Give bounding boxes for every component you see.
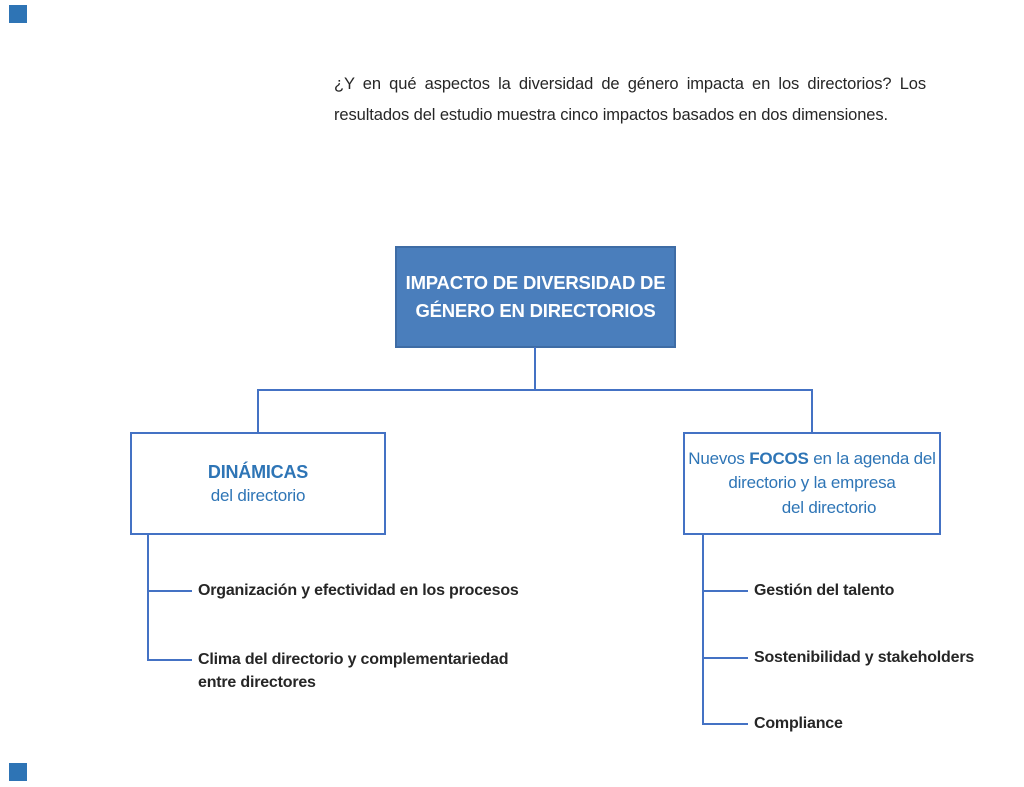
root-node-line-2: GÉNERO EN DIRECTORIOS — [415, 300, 656, 321]
connector-root-stub — [534, 347, 536, 390]
right-item-compliance: Compliance — [754, 715, 843, 732]
node-dinamicas-title: DINÁMICAS — [207, 461, 309, 482]
root-node-line-1: IMPACTO DE DIVERSIDAD DE — [405, 272, 666, 293]
node-focos-line-2: directorio y la empresa — [728, 473, 896, 493]
left-branch-tick-2 — [147, 659, 192, 661]
connector-horizontal — [257, 389, 813, 391]
blue-square-marker-top — [9, 5, 27, 23]
left-branch-tick-1 — [147, 590, 192, 592]
left-item-clima-line-1: Clima del directorio y complementariedad — [198, 651, 509, 668]
right-branch-tick-2 — [702, 657, 748, 659]
focos-line1-pre: Nuevos — [688, 448, 750, 468]
right-item-sostenibilidad: Sostenibilidad y stakeholders — [754, 649, 975, 666]
focos-line1-post: en la agenda del — [808, 448, 936, 468]
focos-line1-bold: FOCOS — [749, 448, 809, 468]
intro-line-2: resultados del estudio muestra cinco imp… — [334, 106, 889, 124]
right-branch-vertical-line — [702, 535, 704, 725]
root-node-impacto-diversidad: IMPACTO DE DIVERSIDAD DE GÉNERO EN DIREC… — [395, 246, 676, 348]
intro-paragraph: ¿Y en qué aspectos la diversidad de géne… — [334, 69, 926, 131]
node-focos-line-3: del directorio — [781, 497, 877, 517]
blue-square-marker-bottom — [9, 763, 27, 781]
node-nuevos-focos: Nuevos FOCOS en la agenda del directorio… — [683, 432, 941, 535]
left-item-clima-line-2: entre directores — [198, 674, 316, 691]
right-branch-tick-1 — [702, 590, 748, 592]
connector-right-drop — [811, 389, 813, 433]
right-branch-tick-3 — [702, 723, 748, 725]
left-branch-vertical-line — [147, 535, 149, 661]
left-item-clima: Clima del directorio y complementariedad… — [198, 648, 509, 694]
left-item-organizacion: Organización y efectividad en los proces… — [198, 582, 519, 599]
node-focos-line-1: Nuevos FOCOS en la agenda del — [688, 447, 936, 472]
intro-line-1: ¿Y en qué aspectos la diversidad de géne… — [334, 75, 926, 93]
right-item-gestion-talento: Gestión del talento — [754, 582, 895, 599]
node-dinamicas-subtitle: del directorio — [210, 485, 306, 505]
node-dinamicas: DINÁMICAS del directorio — [130, 432, 386, 535]
connector-left-drop — [257, 389, 259, 433]
